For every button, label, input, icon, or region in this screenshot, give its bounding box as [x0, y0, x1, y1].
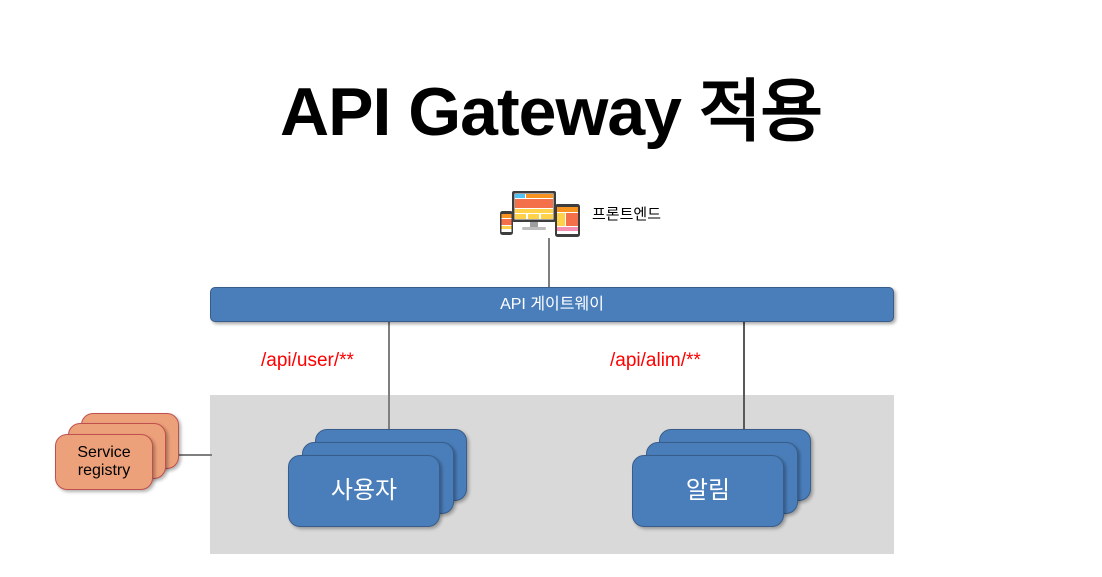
service-registry-label-line2: registry [77, 462, 131, 479]
frontend-node: 프론트엔드 [498, 190, 698, 240]
service-registry-label-line1: Service [77, 443, 131, 461]
connector-registry-services [160, 454, 212, 456]
service-user-label: 사용자 [330, 477, 398, 505]
api-gateway-label: API 게이트웨이 [500, 295, 604, 313]
route-label-user: /api/user/** [261, 350, 354, 371]
connector-gateway-alim [743, 320, 745, 438]
route-label-alim: /api/alim/** [610, 350, 701, 371]
responsive-devices-icon [498, 190, 582, 238]
service-registry-node[interactable]: Service registry [55, 413, 180, 490]
service-node-alim[interactable]: 알림 [632, 429, 812, 529]
service-node-user[interactable]: 사용자 [288, 429, 468, 529]
service-alim-card-front: 알림 [632, 455, 784, 527]
service-alim-label: 알림 [685, 477, 731, 505]
connector-gateway-user [388, 320, 390, 438]
service-registry-label: Service registry [56, 435, 152, 489]
frontend-label: 프론트엔드 [592, 206, 662, 223]
api-gateway-node[interactable]: API 게이트웨이 [210, 287, 894, 322]
page-title: API Gateway 적용 [280, 74, 823, 150]
service-registry-card-front: Service registry [55, 434, 153, 490]
service-user-card-front: 사용자 [288, 455, 440, 527]
connector-frontend-gateway [548, 238, 550, 288]
